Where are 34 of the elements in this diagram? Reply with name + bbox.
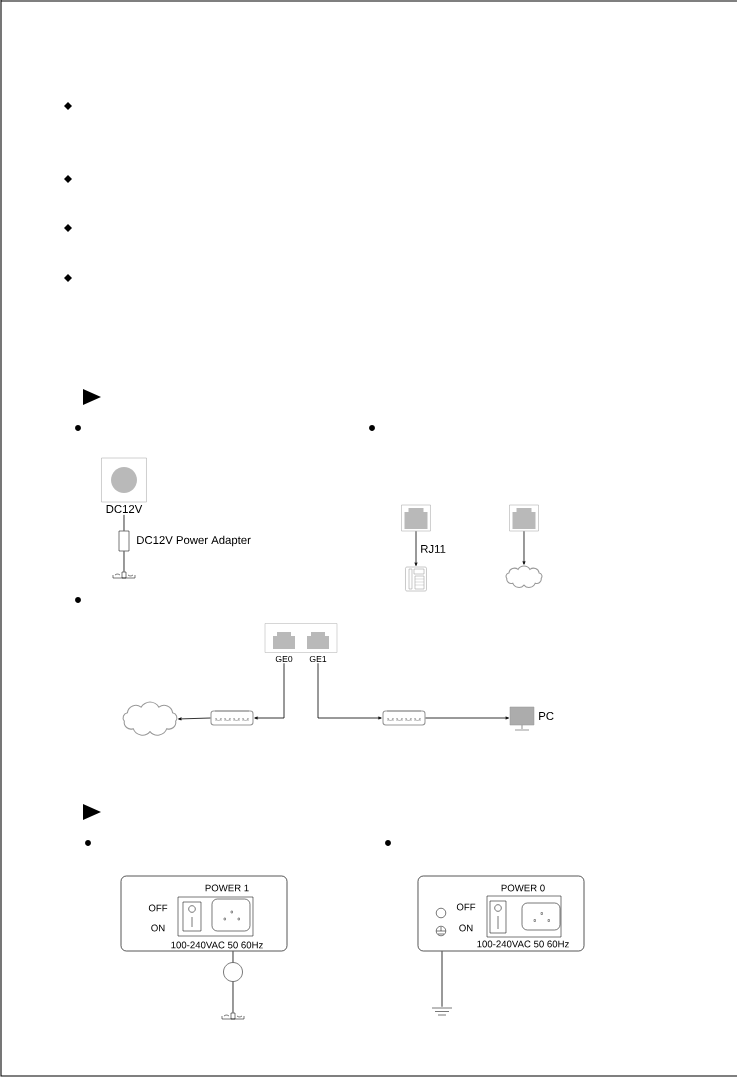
connector-line (232, 950, 234, 963)
plug-symbol (112, 571, 136, 579)
node-label: GE0 (275, 655, 293, 663)
connector-line (441, 950, 443, 1008)
switch-icon (382, 710, 426, 726)
phone-icon (405, 566, 427, 592)
switch-icon (210, 710, 254, 726)
port-icon (509, 504, 539, 532)
adapter-label: DC12V Power Adapter (137, 535, 251, 547)
arrow (254, 662, 285, 720)
arrow (317, 662, 382, 720)
port-icon (401, 504, 431, 532)
cloud-icon (122, 701, 178, 736)
monitor-icon (509, 706, 535, 731)
plug-symbol (221, 1012, 245, 1020)
connector-line (232, 981, 234, 1014)
adapter-box (118, 530, 130, 552)
power-panel: POWER 0 OFF ON 100-240VAC 50 60Hz (417, 875, 585, 952)
connector-line (123, 550, 125, 573)
arrow (414, 530, 418, 566)
cable-tag-circle (223, 962, 243, 982)
ethernet-panel: GE0 GE1 (264, 623, 338, 663)
node-label: GE1 (309, 655, 327, 663)
cloud-icon (505, 565, 543, 588)
edge-label: RJ11 (418, 543, 448, 555)
node-label: DC12V (106, 505, 143, 514)
ground-symbol (431, 1007, 453, 1016)
connector-line (123, 514, 125, 532)
arrow (178, 717, 211, 721)
power-port: DC12V (101, 457, 147, 513)
arrow (425, 716, 509, 720)
power-panel: POWER 1 OFF ON 100-240VAC 50 60Hz (120, 875, 288, 952)
arrow (522, 530, 526, 565)
monitor-label: PC (539, 712, 554, 720)
